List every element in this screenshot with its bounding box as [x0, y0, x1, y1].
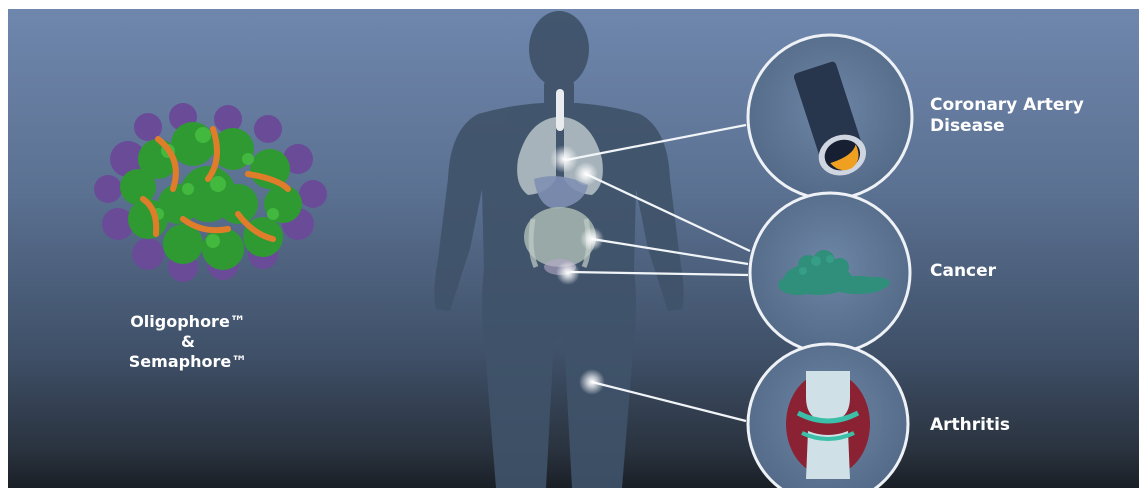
- arthritis-label: Arthritis: [930, 415, 1010, 436]
- product-name-2: Semaphore™: [103, 352, 273, 372]
- hotspot-knee: [579, 369, 605, 395]
- hotspot-heart: [550, 145, 578, 173]
- cancer-label: Cancer: [930, 261, 996, 282]
- coronary-label-line2: Disease: [930, 116, 1130, 137]
- tumor-icon: [750, 193, 910, 353]
- coronary-artery-icon: [748, 35, 912, 199]
- nanoparticle-icon: [94, 103, 327, 282]
- product-ampersand: &: [103, 332, 273, 352]
- coronary-label-line1: Coronary Artery: [930, 95, 1130, 116]
- trachea: [556, 89, 564, 131]
- product-name-1: Oligophore™: [103, 312, 273, 332]
- coronary-artery-label: Coronary Artery Disease: [930, 95, 1130, 137]
- joint-icon: [748, 344, 908, 488]
- hotspot-lung: [574, 162, 598, 186]
- product-label: Oligophore™ & Semaphore™: [103, 312, 273, 372]
- slide-frame: Oligophore™ & Semaphore™ Coronary Artery…: [8, 9, 1139, 488]
- hotspot-abdomen: [580, 227, 604, 251]
- hotspot-pelvis: [556, 261, 580, 285]
